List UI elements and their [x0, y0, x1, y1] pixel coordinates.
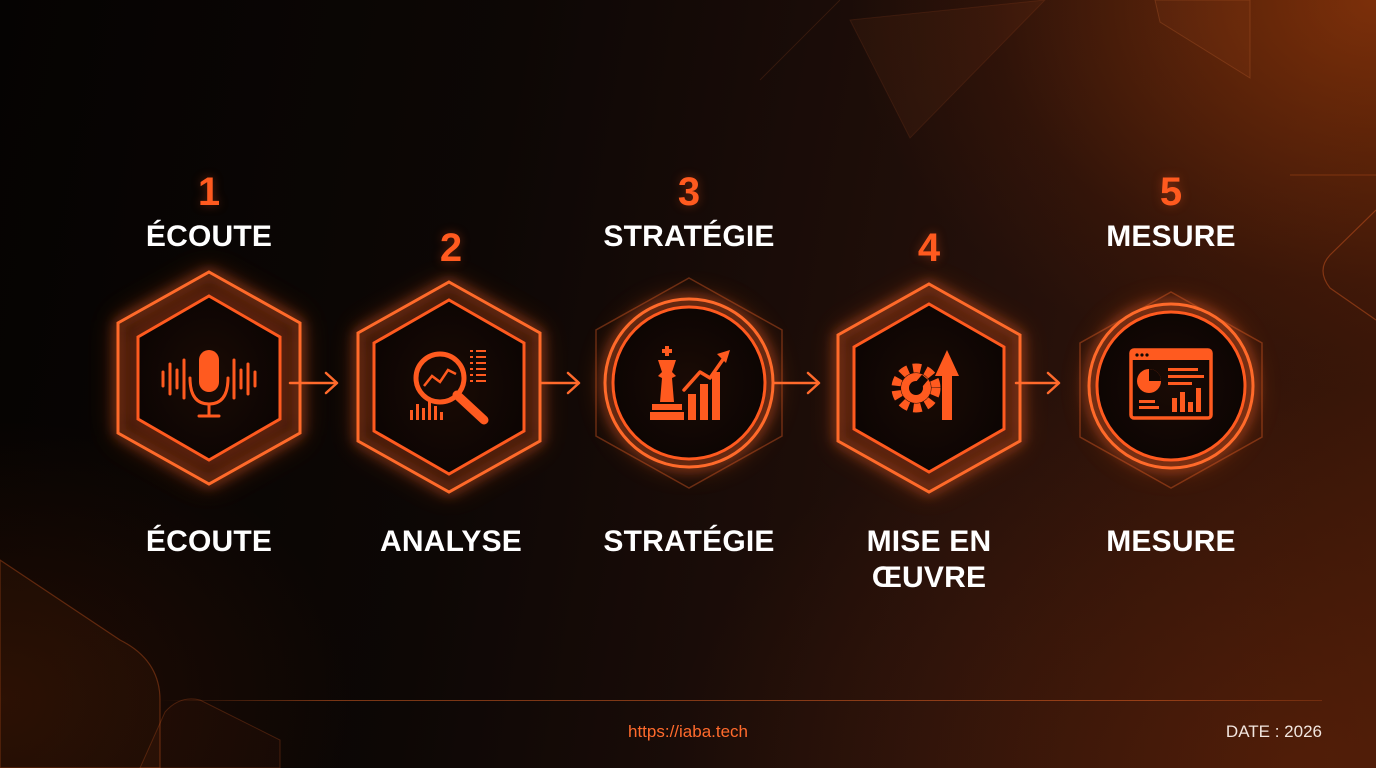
step-title: MESURE [1106, 220, 1236, 253]
dashboard-window-icon [1129, 348, 1213, 420]
step-label-line-1: MISE EN [866, 525, 992, 558]
step-2-node [356, 280, 542, 494]
step-number: 3 [677, 170, 701, 214]
footer-divider [160, 700, 1322, 701]
step-number: 2 [439, 226, 463, 270]
arrow-right-icon [538, 371, 581, 395]
step-label: ÉCOUTE [145, 525, 273, 558]
arrow-right-icon [771, 371, 821, 395]
step-title: STRATÉGIE [603, 220, 775, 253]
step-title: ÉCOUTE [145, 220, 273, 253]
arrow-right-icon [1014, 371, 1061, 395]
step-number: 5 [1159, 170, 1183, 214]
footer-date: DATE : 2026 [1225, 722, 1322, 741]
step-label: ANALYSE [380, 525, 522, 558]
microphone-soundwave-icon [161, 350, 257, 418]
step-label: MISE EN ŒUVRE [809, 524, 1049, 596]
step-number: 1 [197, 170, 221, 214]
step-label: STRATÉGIE [603, 525, 775, 558]
step-5-node [1079, 291, 1263, 489]
magnifier-chart-icon [410, 350, 489, 425]
footer-url-link[interactable]: https://iaba.tech [627, 722, 749, 741]
step-label-line-2: ŒUVRE [871, 561, 987, 594]
gear-wrench-arrow-icon [891, 350, 959, 420]
step-label: MESURE [1106, 525, 1236, 558]
arrow-right-icon [288, 371, 339, 395]
chess-king-growth-icon [650, 346, 730, 420]
step-number: 4 [917, 226, 941, 270]
